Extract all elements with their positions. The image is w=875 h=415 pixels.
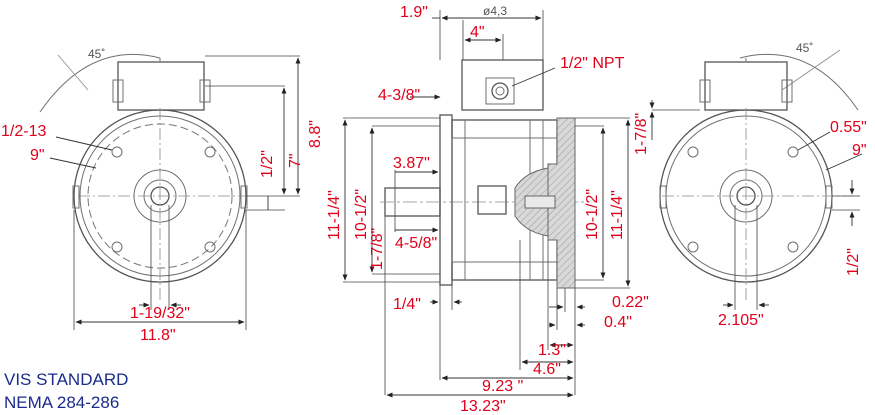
side-flange-gap-label: 1/4" [393,296,421,313]
left-bore-label: 1-19/32" [130,305,190,322]
left-height-small-label: 1/2" [259,150,276,178]
side-right-flange [547,117,576,289]
side-shaft-length-label: 3.87" [393,155,430,172]
side-depth-label: 4-3/8" [378,87,420,104]
right-end-view: 45˚ 1-7/8" 0.55" 9" 1/2" 2.105" [633,41,867,329]
left-height-total-label: 8.8" [307,120,324,148]
left-width-label: 11.8" [140,327,176,344]
left-bolt-circle-label: 9" [30,147,45,164]
side-left-flange [439,114,453,286]
side-right-pilot-label: 10-1/2" [584,189,601,240]
right-angle-arc [739,53,859,111]
right-bolt-circle-label: 9" [852,142,867,159]
side-shaft-dia-label: 1-7/8" [369,228,386,270]
side-shaft-step-label: 4-5/8" [395,235,437,252]
side-pipe-dia-label: ø4,3 [483,4,507,18]
left-junction-box [117,61,205,111]
side-junction-box [461,59,544,111]
side-hub-depth-label: 4.6" [533,361,561,378]
right-junction-box [704,61,788,111]
left-height-mid-label: 7" [287,153,304,168]
left-end-view: 45˚ 1/2-13 9" 1/2" 7" 8.8" 1-19/32" 11.8… [1,47,324,344]
side-flange-thk-label: 0.22" [612,294,649,311]
side-overall-label: 13.23" [460,398,506,415]
right-keyway-label: 2.105" [718,312,764,329]
side-section-view: 1.9" ø4,3 4" 1/2" NPT 4-3/8" 11-1/4" 10-… [326,4,649,415]
side-dia-outer-label: 11-1/4" [326,190,343,240]
standard-caption-line2: NEMA 284-286 [4,393,120,412]
right-angle-label: 45˚ [796,41,813,55]
right-hole-label: 0.55" [830,119,867,136]
standard-caption-line1: VIS STANDARD [4,370,129,389]
right-height-label: 1-7/8" [633,113,650,155]
side-box-width-label: 4" [470,24,485,41]
side-dia-pilot-label: 10-1/2" [353,189,370,240]
left-angle-label: 45˚ [88,47,105,61]
side-hub-label: 1.3" [538,342,566,359]
left-angle-arc [39,53,161,113]
side-right-outer-label: 11-1/4" [609,190,626,240]
side-npt-label: 1/2" NPT [560,55,625,72]
side-top-width-label: 1.9" [400,4,428,21]
side-flange-depth-label: 0.4" [604,314,632,331]
left-thread-label: 1/2-13 [1,123,46,140]
right-offset-label: 1/2" [845,248,862,276]
side-overall-inner-label: 9.23 " [482,378,523,395]
